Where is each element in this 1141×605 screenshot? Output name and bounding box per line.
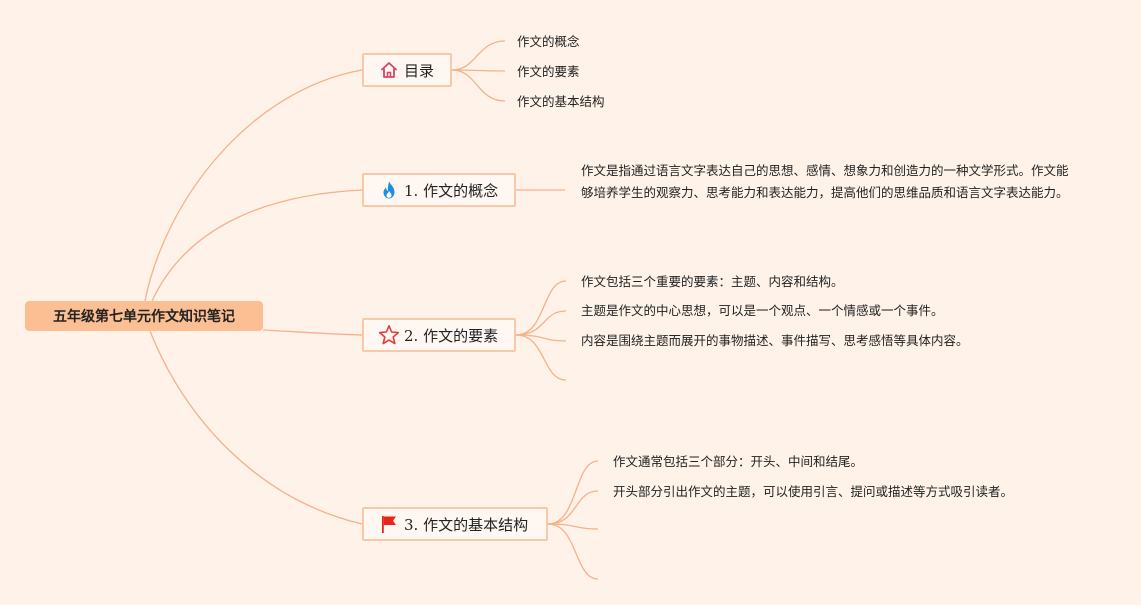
leaf-concept-definition[interactable]: 作文是指通过语言文字表达自己的思想、感情、想象力和创造力的一种文学形式。作文能够… bbox=[581, 163, 1069, 200]
connector-toc-leaf-0 bbox=[451, 40, 506, 71]
star-icon bbox=[378, 324, 400, 346]
leaf-elements-content[interactable]: 内容是围绕主题而展开的事物描述、事件描写、思考感悟等具体内容。 bbox=[581, 333, 969, 348]
connector-structure-leaf-0 bbox=[547, 460, 599, 525]
connector-structure-leaf-3 bbox=[547, 523, 599, 580]
branch-basic-structure[interactable]: 3. 作文的基本结构 bbox=[362, 507, 548, 541]
connector-structure-leaf-1 bbox=[547, 490, 599, 525]
connector-elements-leaf-1 bbox=[515, 310, 567, 336]
leaf-toc-structure[interactable]: 作文的基本结构 bbox=[517, 94, 605, 109]
flag-icon bbox=[378, 513, 400, 535]
connector-structure-leaf-2 bbox=[547, 523, 599, 530]
leaf-structure-opening[interactable]: 开头部分引出作文的主题，可以使用引言、提问或描述等方式吸引读者。 bbox=[613, 484, 1014, 499]
leaf-structure-overview[interactable]: 作文通常包括三个部分：开头、中间和结尾。 bbox=[613, 454, 864, 469]
branch-concept[interactable]: 1. 作文的概念 bbox=[362, 173, 516, 207]
leaf-elements-overview[interactable]: 作文包括三个重要的要素：主题、内容和结构。 bbox=[581, 274, 844, 289]
leaf-toc-elements[interactable]: 作文的要素 bbox=[517, 64, 580, 79]
connector-root-to-elements bbox=[262, 329, 363, 336]
connector-root-to-structure bbox=[149, 330, 363, 525]
fire-icon bbox=[378, 179, 400, 201]
connector-toc-leaf-2 bbox=[451, 69, 506, 102]
connector-root-to-toc bbox=[144, 69, 363, 302]
branch-elements[interactable]: 2. 作文的要素 bbox=[362, 318, 516, 352]
leaf-toc-concept[interactable]: 作文的概念 bbox=[517, 34, 580, 49]
root-topic[interactable]: 五年级第七单元作文知识笔记 bbox=[25, 301, 263, 331]
connector-elements-leaf-3 bbox=[515, 334, 567, 381]
branch-label: 3. 作文的基本结构 bbox=[404, 515, 529, 534]
root-topic-label: 五年级第七单元作文知识笔记 bbox=[53, 309, 235, 325]
connector-elements-leaf-0 bbox=[515, 280, 567, 336]
branch-label: 1. 作文的概念 bbox=[404, 181, 499, 200]
branch-label: 2. 作文的要素 bbox=[404, 326, 499, 345]
branch-table-of-contents[interactable]: 目录 bbox=[362, 53, 452, 87]
connector-root-to-concept bbox=[151, 189, 363, 302]
home-icon bbox=[378, 59, 400, 81]
leaf-elements-theme[interactable]: 主题是作文的中心思想，可以是一个观点、一个情感或一个事件。 bbox=[581, 303, 944, 318]
branch-label: 目录 bbox=[404, 61, 435, 80]
